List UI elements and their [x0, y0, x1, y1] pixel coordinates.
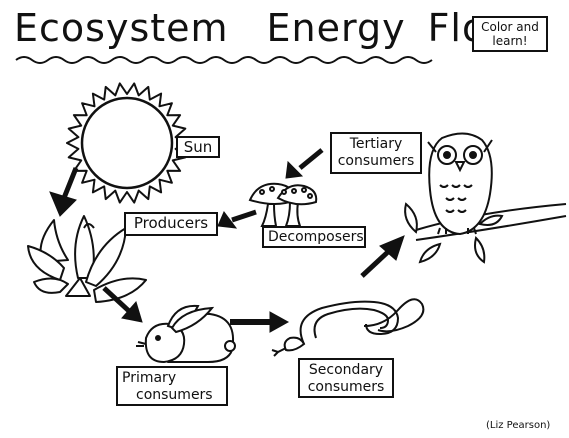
label-secondary-consumers: Secondary consumers	[298, 358, 394, 398]
label-sun: Sun	[176, 136, 220, 158]
snake-icon	[271, 298, 425, 357]
arrow-icon	[49, 148, 405, 333]
label-tertiary-consumers: Tertiary consumers	[330, 132, 422, 174]
sun-icon	[66, 82, 188, 204]
author-credit: (Liz Pearson)	[486, 420, 551, 431]
label-primary-consumers: Primary consumers	[116, 366, 228, 406]
secondary-line-2: consumers	[307, 379, 385, 395]
title-word-energy: Energy	[266, 6, 406, 50]
label-decomposers: Decomposers	[262, 226, 366, 248]
label-producers: Producers	[124, 212, 218, 236]
tertiary-line-1: Tertiary	[349, 136, 403, 152]
primary-line-2: consumers	[136, 387, 213, 403]
badge-line-2: learn!	[492, 34, 528, 48]
rabbit-icon	[136, 304, 236, 364]
owl-icon	[427, 132, 493, 236]
badge-line-1: Color and	[481, 20, 539, 34]
primary-line-1: Primary	[122, 370, 177, 386]
mushroom-icon	[248, 182, 318, 227]
secondary-line-1: Secondary	[308, 362, 384, 378]
page-title: EcosystemEnergyFlow	[14, 6, 518, 50]
title-underline	[15, 56, 433, 64]
color-and-learn-badge: Color and learn!	[472, 16, 548, 52]
tertiary-line-2: consumers	[337, 153, 415, 169]
title-word-ecosystem: Ecosystem	[14, 6, 229, 50]
